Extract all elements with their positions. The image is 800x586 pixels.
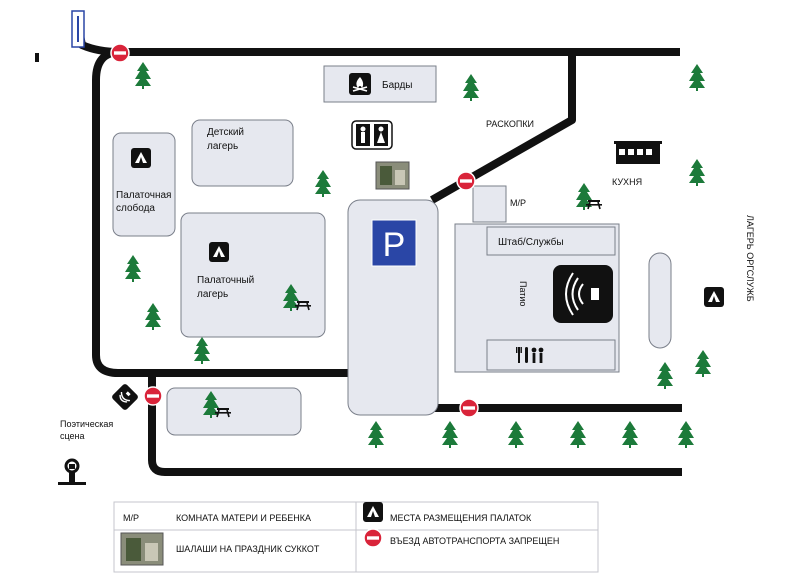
parking-zone[interactable]: P xyxy=(347,199,439,416)
legend-mr-key: М/Р xyxy=(123,513,139,523)
sound-speaker-icon xyxy=(112,384,138,410)
tent-icon xyxy=(209,242,229,262)
tree-icon xyxy=(695,350,711,377)
restroom-icon xyxy=(351,120,393,150)
campfire-icon xyxy=(349,73,371,95)
excavations-label: РАСКОПКИ xyxy=(486,119,534,129)
kids-camp-label-1: Детский xyxy=(207,127,244,138)
tree-icon xyxy=(368,421,384,448)
tree-icon xyxy=(135,62,151,89)
dining-box xyxy=(486,339,616,371)
bards-zone[interactable]: Барды xyxy=(323,65,437,103)
parking-icon xyxy=(371,219,417,267)
info-icon xyxy=(71,10,85,48)
no-entry-icon xyxy=(143,386,163,406)
hq-zone[interactable]: Штаб/Службы Патио xyxy=(454,223,620,373)
tent-icon xyxy=(704,287,724,307)
no-entry-icon xyxy=(456,171,476,191)
side-pad xyxy=(648,252,672,349)
tent-camp-label-1: Палаточный xyxy=(197,275,254,286)
tree-icon xyxy=(145,303,161,330)
hq-box xyxy=(486,226,616,256)
kids-camp-label-2: лагерь xyxy=(207,141,238,152)
kitchen-label: КУХНЯ xyxy=(612,177,642,187)
no-entry-icon xyxy=(363,528,383,548)
kids-camp-zone[interactable]: Детский лагерь xyxy=(191,119,294,187)
patio-label: Патио xyxy=(518,281,528,306)
tree-icon xyxy=(689,159,705,186)
kitchen-building-icon xyxy=(614,141,662,164)
tree-icon xyxy=(678,421,694,448)
parking-letter: P xyxy=(383,226,406,264)
tree-icon xyxy=(463,74,479,101)
tree-icon xyxy=(442,421,458,448)
tree-icon xyxy=(315,170,331,197)
tent-camp-zone[interactable]: Палаточный лагерь xyxy=(180,212,326,338)
poetic-stage-label-1: Поэтическая xyxy=(60,419,113,429)
tent-sloboda-zone[interactable]: Палаточная слобода xyxy=(112,132,176,237)
sukkah-photo-icon xyxy=(120,532,164,566)
no-entry-icon xyxy=(459,398,479,418)
tent-sloboda-label-1: Палаточная xyxy=(116,190,171,201)
tent-sloboda-label-2: слобода xyxy=(116,202,155,214)
mr-label: М/Р xyxy=(510,198,526,208)
bards-label: Барды xyxy=(382,80,412,91)
tree-icon xyxy=(508,421,524,448)
orgs-camp-label: ЛАГЕРЬ ОРГСЛУЖБ xyxy=(745,215,755,302)
tree-icon xyxy=(194,337,210,364)
tent-icon xyxy=(363,502,383,522)
tree-icon xyxy=(657,362,673,389)
map-marker-dot xyxy=(35,53,39,62)
tree-icon xyxy=(570,421,586,448)
poetic-stage-label-2: сцена xyxy=(60,431,85,441)
legend: М/Р КОМНАТА МАТЕРИ И РЕБЕНКА МЕСТА РАЗМЕ… xyxy=(113,501,599,573)
tent-camp-label-2: лагерь xyxy=(197,289,228,300)
sound-speaker-icon xyxy=(553,265,613,323)
tent-icon xyxy=(131,148,151,168)
picnic-table-icon xyxy=(585,199,603,210)
cutlery-icon xyxy=(516,347,544,363)
picnic-area-zone[interactable] xyxy=(166,387,302,436)
tree-icon xyxy=(125,255,141,282)
legend-mr-desc: КОМНАТА МАТЕРИ И РЕБЕНКА xyxy=(176,513,311,523)
stage-icon xyxy=(58,458,86,485)
no-entry-icon xyxy=(110,43,130,63)
mother-child-room[interactable]: М/Р xyxy=(472,185,526,223)
hq-label: Штаб/Службы xyxy=(498,236,564,248)
tree-icon xyxy=(622,421,638,448)
legend-tents-desc: МЕСТА РАЗМЕЩЕНИЯ ПАЛАТОК xyxy=(390,513,532,523)
tree-icon xyxy=(689,64,705,91)
legend-huts-desc: ШАЛАШИ НА ПРАЗДНИК СУККОТ xyxy=(176,544,320,554)
sukkah-photo-icon xyxy=(375,161,410,190)
legend-noentry-desc: ВЪЕЗД АВТОТРАНСПОРТА ЗАПРЕЩЕН xyxy=(390,536,559,546)
